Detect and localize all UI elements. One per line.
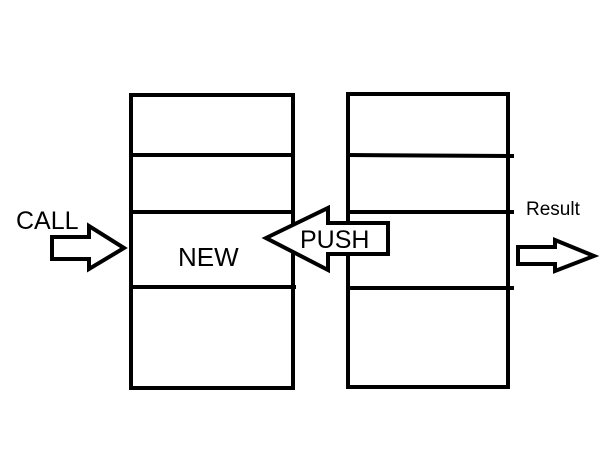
call-arrow [50,222,128,273]
right-stack-divider-1 [347,153,515,158]
result-arrow [516,237,600,274]
result-label: Result [526,199,581,220]
push-arrow [261,204,390,274]
call-label: CALL [16,207,79,235]
push-label: PUSH [300,226,369,254]
new-label: NEW [178,242,239,272]
